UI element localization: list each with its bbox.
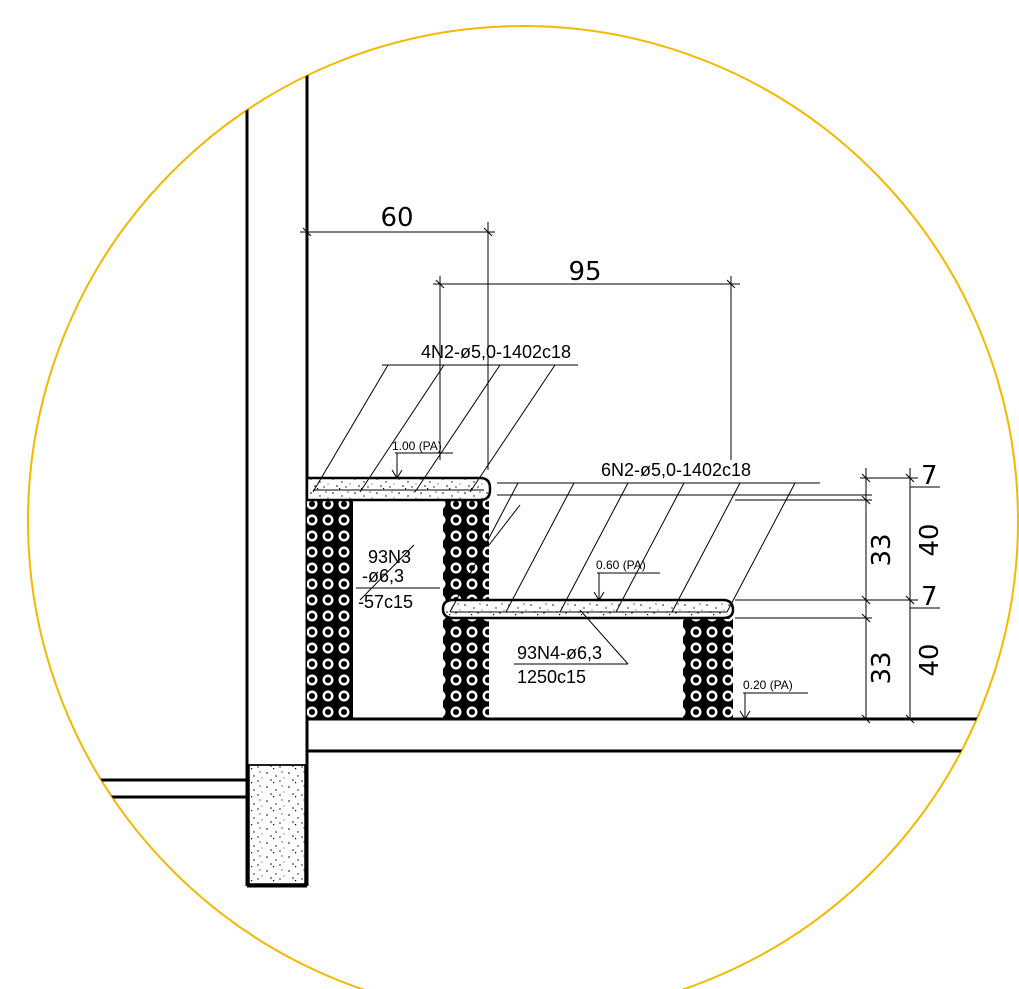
- left-floor: [90, 778, 247, 799]
- right-dimensions: [497, 468, 940, 724]
- upper-rebar-label: 4N2-ø5,0-1402c18: [421, 342, 571, 362]
- wall: [245, 62, 309, 888]
- n4-label-line1: 93N4-ø6,3: [517, 643, 602, 663]
- lower-slab: [441, 598, 735, 620]
- n3-label-group: 93N3 -ø6,3 -57c15: [356, 504, 521, 612]
- lower-rebar-label: 6N2-ø5,0-1402c18: [601, 460, 751, 480]
- n3-label-line1: 93N3: [368, 547, 411, 567]
- dim-33-upper-text: 33: [867, 533, 897, 566]
- level-middle-text: 0.60 (PA): [596, 558, 646, 572]
- level-marker-middle: 0.60 (PA): [593, 558, 660, 601]
- upper-rebar-leaders: [312, 364, 578, 493]
- dim-60-text: 60: [380, 203, 413, 233]
- dimension-60: 60: [300, 203, 495, 470]
- brick-pier-right: [683, 618, 733, 719]
- brick-pier-left: [307, 500, 353, 719]
- dim-40-upper-text: 40: [915, 523, 945, 556]
- brick-pier-middle-lower: [443, 618, 489, 719]
- upper-slab: [305, 476, 492, 502]
- level-marker-lower: 0.20 (PA): [739, 678, 808, 720]
- dim-40-lower-text: 40: [915, 643, 945, 676]
- dim-95-text: 95: [568, 257, 601, 287]
- n3-label-line3: -57c15: [358, 592, 413, 612]
- ground-slab: [307, 717, 1018, 753]
- dim-7-upper-text: 7: [921, 461, 938, 491]
- dim-33-lower-text: 33: [867, 651, 897, 684]
- level-upper-text: 1.00 (PA): [392, 439, 442, 453]
- level-lower-text: 0.20 (PA): [743, 678, 793, 692]
- n3-label-line2: -ø6,3: [362, 566, 404, 586]
- n4-label-group: 93N4-ø6,3 1250c15: [514, 609, 629, 687]
- level-marker-upper: 1.00 (PA): [391, 439, 453, 479]
- dimension-95: 95: [433, 257, 740, 460]
- detail-circle: [27, 25, 1019, 989]
- lower-rebar-leaders: [449, 482, 820, 613]
- dim-7-lower-text: 7: [921, 582, 938, 612]
- n4-label-line2: 1250c15: [517, 667, 586, 687]
